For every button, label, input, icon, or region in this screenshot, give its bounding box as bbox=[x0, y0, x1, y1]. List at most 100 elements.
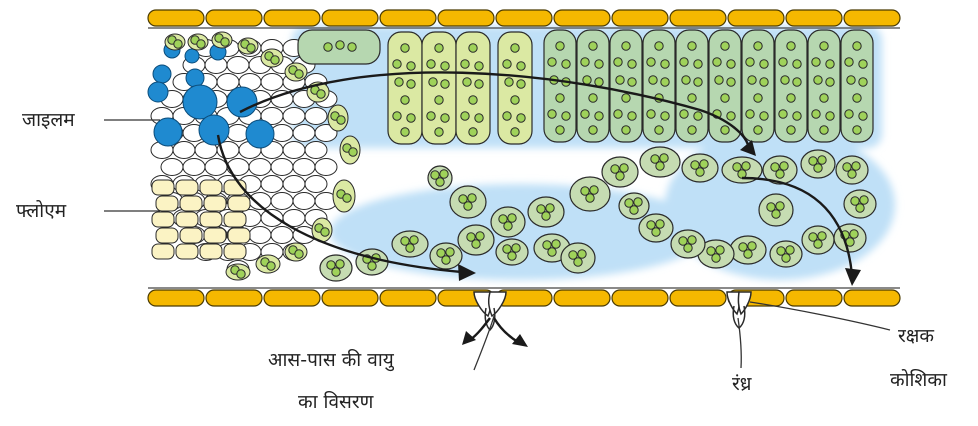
parenchyma-cell bbox=[305, 108, 327, 125]
chloroplast bbox=[630, 206, 638, 214]
label-guard-cell-line1: रक्षक bbox=[898, 322, 934, 348]
phloem-cell bbox=[228, 228, 250, 243]
spongy-cell bbox=[730, 236, 766, 264]
chloroplast bbox=[812, 58, 820, 66]
chloroplast bbox=[395, 78, 403, 86]
chloroplast bbox=[476, 232, 484, 240]
spongy-cell bbox=[430, 243, 462, 269]
chloroplast bbox=[542, 212, 550, 220]
xylem-vessel bbox=[186, 69, 204, 87]
chloroplast bbox=[712, 254, 720, 262]
chloroplast bbox=[721, 42, 729, 50]
chloroplast bbox=[688, 236, 696, 244]
spongy-cell bbox=[682, 154, 718, 182]
chloroplast bbox=[469, 128, 477, 136]
xylem-vessel bbox=[199, 115, 229, 145]
phloem-cell bbox=[156, 196, 178, 211]
chloroplast bbox=[721, 94, 729, 102]
xylem-vessel bbox=[227, 87, 257, 117]
chloroplast bbox=[850, 230, 858, 238]
chloroplast bbox=[562, 60, 570, 68]
chloroplast bbox=[427, 112, 435, 120]
chloroplast bbox=[407, 114, 415, 122]
chloroplast bbox=[441, 62, 449, 70]
chloroplast bbox=[760, 78, 768, 86]
phloem-cell bbox=[200, 180, 222, 195]
parenchyma-cell bbox=[271, 159, 293, 176]
chloroplast bbox=[427, 60, 435, 68]
chloroplast bbox=[556, 126, 564, 134]
chloroplast bbox=[860, 196, 868, 204]
bundle-sheath-cell bbox=[285, 63, 307, 81]
chloroplast bbox=[716, 246, 724, 254]
spongy-cell bbox=[802, 226, 834, 254]
chloroplast bbox=[660, 154, 668, 162]
phloem-cell bbox=[180, 228, 202, 243]
epidermis-cell bbox=[554, 290, 610, 306]
chloroplast bbox=[463, 78, 471, 86]
chloroplast bbox=[508, 252, 516, 260]
chloroplast bbox=[429, 78, 437, 86]
phloem-cell bbox=[204, 196, 226, 211]
chloroplast bbox=[628, 60, 636, 68]
parenchyma-cell bbox=[205, 159, 227, 176]
chloroplast bbox=[464, 202, 472, 210]
arrow-stoma-out-right bbox=[494, 318, 518, 342]
epidermis-cell bbox=[322, 290, 378, 306]
parenchyma-cell bbox=[293, 125, 315, 142]
palisade-cell bbox=[388, 32, 422, 144]
chloroplast bbox=[680, 110, 688, 118]
chloroplast bbox=[401, 96, 409, 104]
chloroplast bbox=[237, 270, 245, 278]
phloem-cell bbox=[200, 244, 222, 259]
phloem-cell bbox=[228, 196, 250, 211]
upper-epidermis bbox=[148, 10, 900, 28]
arrowhead-icon bbox=[845, 268, 861, 286]
chloroplast bbox=[407, 80, 415, 88]
spongy-cell bbox=[356, 249, 388, 275]
spongy-cell bbox=[619, 193, 649, 219]
chloroplast bbox=[853, 94, 861, 102]
chloroplast bbox=[556, 94, 564, 102]
spongy-cell bbox=[640, 147, 680, 177]
parenchyma-cell bbox=[305, 176, 327, 193]
chloroplast bbox=[781, 76, 789, 84]
chloroplast bbox=[517, 80, 525, 88]
bundle-sheath-cell bbox=[188, 34, 208, 50]
palisade-cell bbox=[422, 32, 456, 144]
chloroplast bbox=[661, 78, 669, 86]
parenchyma-cell bbox=[293, 159, 315, 176]
spongy-cell bbox=[836, 156, 868, 184]
chloroplast bbox=[407, 62, 415, 70]
spongy-cell bbox=[844, 190, 876, 218]
bundle-sheath-cell bbox=[340, 136, 360, 164]
chloroplast bbox=[401, 44, 409, 52]
chloroplast bbox=[614, 110, 622, 118]
epidermis-cell bbox=[206, 290, 262, 306]
chloroplast bbox=[508, 214, 516, 222]
chloroplast bbox=[583, 76, 591, 84]
chloroplast bbox=[589, 126, 597, 134]
chloroplast bbox=[349, 148, 357, 156]
spongy-cell bbox=[528, 197, 564, 227]
chloroplast bbox=[655, 126, 663, 134]
spongy-cell bbox=[450, 186, 486, 218]
chloroplast bbox=[503, 60, 511, 68]
bundle-sheath-cell bbox=[238, 38, 258, 54]
chloroplast bbox=[410, 236, 418, 244]
chloroplast bbox=[475, 80, 483, 88]
chloroplast bbox=[688, 126, 696, 134]
bundle-sheath-cell bbox=[226, 264, 250, 280]
chloroplast bbox=[748, 76, 756, 84]
chloroplast bbox=[504, 222, 512, 230]
chloroplast bbox=[393, 60, 401, 68]
phloem-tissue bbox=[152, 180, 250, 259]
epidermis-cell bbox=[148, 10, 204, 26]
chloroplast bbox=[826, 60, 834, 68]
phloem-cell bbox=[224, 212, 246, 227]
xylem-vessel bbox=[183, 85, 217, 119]
chloroplast bbox=[589, 94, 597, 102]
xylem-vessel bbox=[185, 49, 199, 63]
chloroplast bbox=[826, 112, 834, 120]
chloroplast bbox=[688, 94, 696, 102]
